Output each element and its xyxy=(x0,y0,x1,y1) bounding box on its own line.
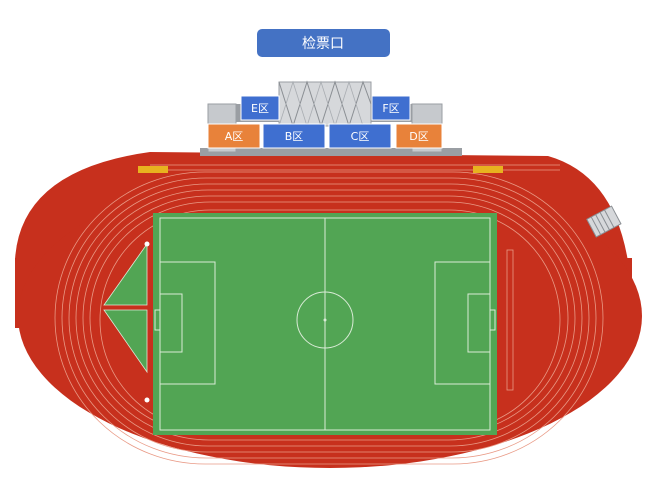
turnstile-icon xyxy=(586,205,622,238)
zone-e[interactable]: E区 xyxy=(240,95,280,121)
marker-right xyxy=(473,166,503,173)
zone-c[interactable]: C区 xyxy=(328,123,392,149)
marker-left xyxy=(138,166,168,173)
zone-d[interactable]: D区 xyxy=(395,123,443,149)
football-field xyxy=(153,213,497,435)
zone-e-label: E区 xyxy=(251,102,269,115)
ticket-gate-button[interactable]: 检票口 xyxy=(257,29,390,57)
zone-f-label: F区 xyxy=(382,102,399,115)
ticket-gate-label: 检票口 xyxy=(302,36,344,52)
zone-b[interactable]: B区 xyxy=(262,123,326,149)
left-infield-segments xyxy=(103,241,150,403)
lane-lines xyxy=(54,164,604,465)
zone-b-label: B区 xyxy=(285,130,304,143)
long-jump-runway xyxy=(506,249,514,391)
zone-d-label: D区 xyxy=(409,130,428,143)
zone-a[interactable]: A区 xyxy=(207,123,261,149)
zone-f[interactable]: F区 xyxy=(371,95,411,121)
zone-c-label: C区 xyxy=(351,130,370,143)
zone-a-label: A区 xyxy=(225,130,244,143)
canopy-icon xyxy=(278,80,372,128)
